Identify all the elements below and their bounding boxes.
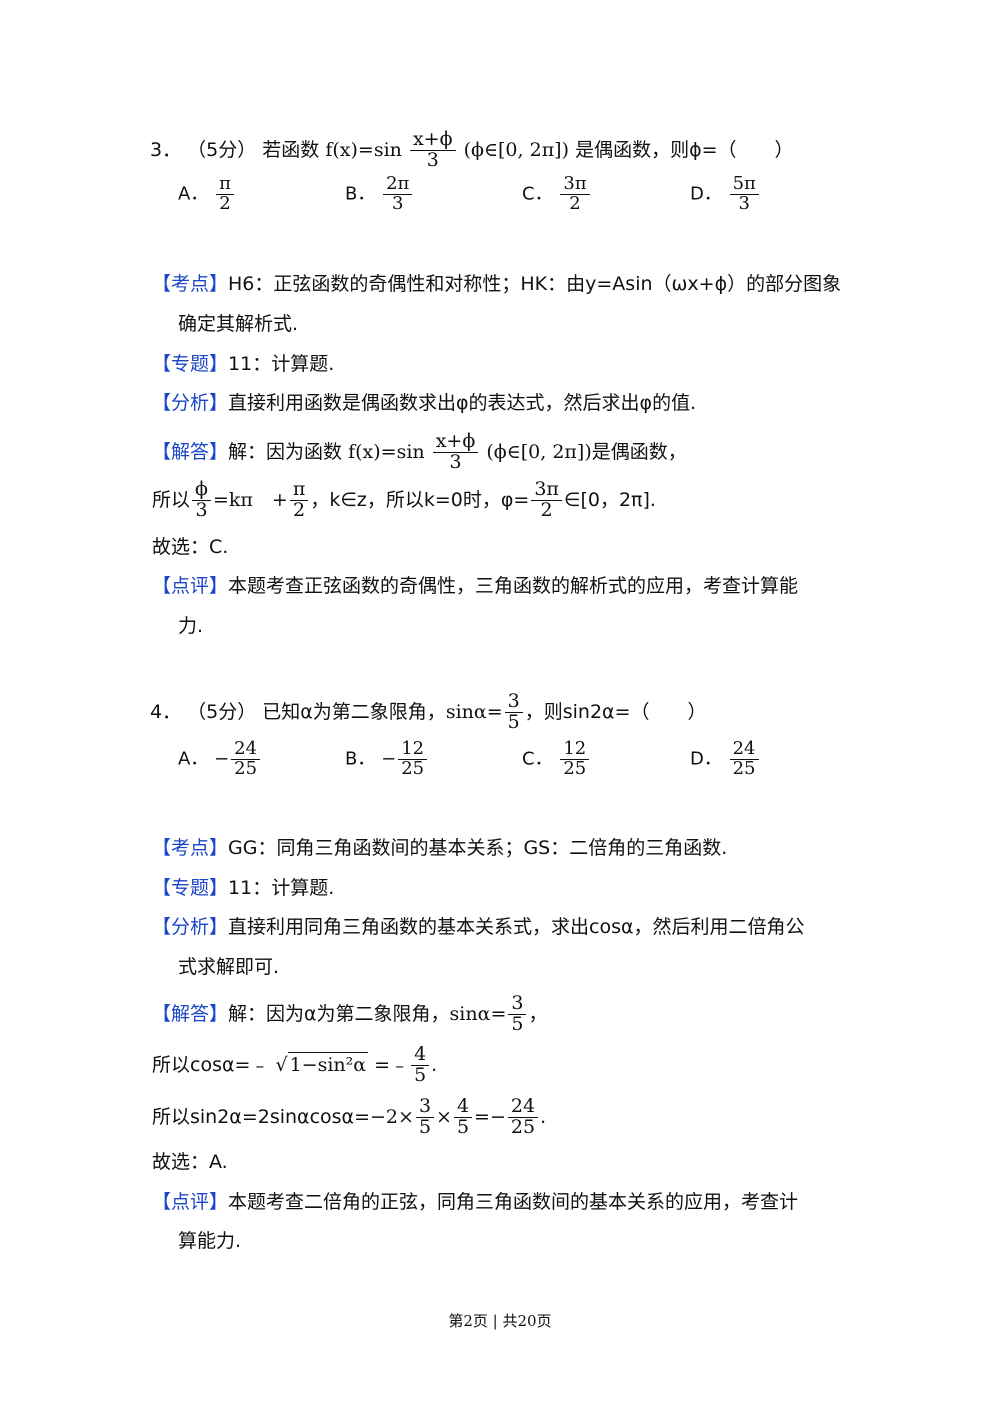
q4-zhuanti: 【专题】11：计算题. <box>152 877 335 899</box>
q3-dianping-cont: 力. <box>178 615 204 637</box>
page-footer: 第2页 | 共20页 <box>448 1312 552 1330</box>
q3-fraction: x+ϕ 3 <box>409 129 456 171</box>
q4-fenxi: 【分析】直接利用同角三角函数的基本关系式，求出cosα，然后利用二倍角公 <box>152 916 805 938</box>
q3-dianping: 【点评】本题考查正弦函数的奇偶性，三角函数的解析式的应用，考查计算能 <box>152 575 799 597</box>
q4-dianping: 【点评】本题考查二倍角的正弦，同角三角函数间的基本关系的应用，考查计 <box>152 1191 799 1213</box>
q4-answer: 故选：A. <box>152 1151 228 1173</box>
q4-kaodian: 【考点】GG：同角三角函数间的基本关系；GS：二倍角的三角函数. <box>152 837 728 859</box>
q3-fenxi: 【分析】直接利用函数是偶函数求出φ的表达式，然后求出φ的值. <box>152 392 697 414</box>
q3-zhuanti: 【专题】11：计算题. <box>152 353 335 375</box>
q4-dianping-cont: 算能力. <box>178 1230 242 1252</box>
q3-stem: 3． （5分） 若函数 f(x)=sin x+ϕ 3 (ϕ∈[0, 2π]) 是… <box>150 128 794 171</box>
q3-answer: 故选：C. <box>152 536 229 558</box>
q3-kaodian-cont: 确定其解析式. <box>178 313 299 335</box>
q4-fenxi-cont: 式求解即可. <box>178 956 280 978</box>
q3-kaodian: 【考点】H6：正弦函数的奇偶性和对称性；HK：由y=Asin（ωx+ϕ）的部分图… <box>152 273 842 295</box>
